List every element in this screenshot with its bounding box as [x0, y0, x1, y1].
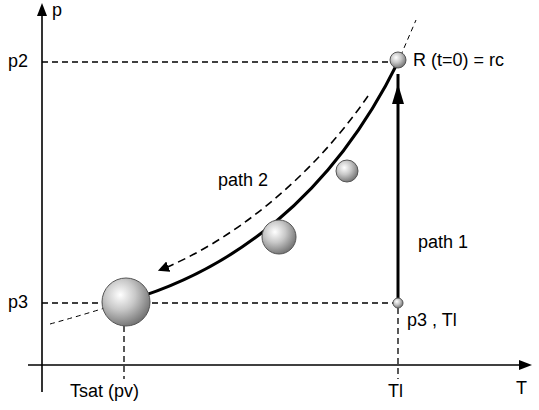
guide-lines [42, 62, 398, 379]
path-arrow [160, 96, 368, 270]
axis-label: p [52, 0, 62, 21]
axis-label: p3 , Tl [407, 310, 457, 331]
axis-label: Tsat (pv) [70, 381, 139, 402]
axis-arrow [37, 3, 47, 16]
axis-label: path 2 [218, 170, 268, 191]
axes [28, 14, 520, 392]
axis-label: T [516, 378, 527, 399]
path-line [397, 74, 400, 300]
axis-label: p3 [8, 292, 28, 313]
axis-label: Tl [388, 381, 403, 402]
axis-label: path 1 [418, 232, 468, 253]
axis-arrow [519, 360, 532, 370]
bubbles [102, 52, 406, 326]
path-arrow [392, 84, 404, 104]
bubble-path [130, 62, 398, 300]
axis-label: R (t=0) = rc [413, 50, 504, 71]
axis-label: p2 [8, 51, 28, 72]
saturation-curve [50, 20, 416, 324]
